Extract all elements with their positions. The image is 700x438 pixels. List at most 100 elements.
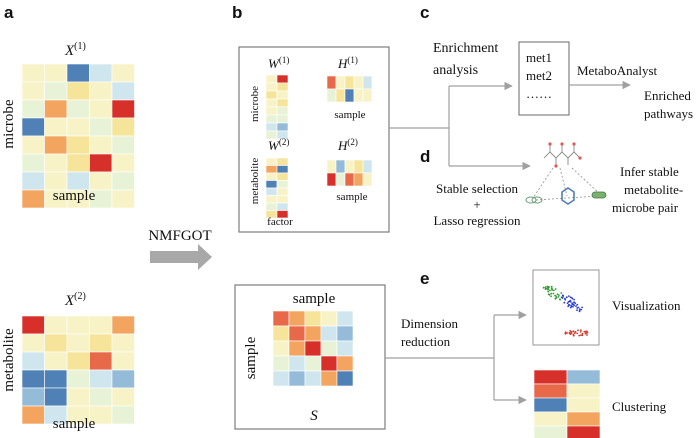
w2-cell xyxy=(276,165,289,174)
scatter-point xyxy=(544,286,547,288)
s-cell xyxy=(272,370,290,387)
svg-text:W(1): W(1) xyxy=(268,55,289,71)
w1-cell xyxy=(276,106,289,116)
x1-col-label: sample xyxy=(53,188,96,204)
scatter-point xyxy=(577,329,579,332)
w2-cell xyxy=(276,195,289,204)
scatter-point xyxy=(569,299,572,302)
x2-cell xyxy=(21,405,45,425)
h1-cell xyxy=(335,75,346,90)
panel-label-e: e xyxy=(420,269,429,288)
scatter-point xyxy=(576,332,579,335)
scatter-point xyxy=(583,330,586,333)
x1-cell xyxy=(44,117,68,137)
s-cell xyxy=(272,310,290,327)
s-cell xyxy=(336,340,354,357)
x2-cell xyxy=(44,333,68,353)
x1-cell xyxy=(111,63,135,83)
x1-cell xyxy=(89,117,113,137)
scatter-point xyxy=(547,290,550,293)
x2-cell xyxy=(21,387,45,407)
x2-cell xyxy=(44,315,68,335)
scatter-point xyxy=(574,302,577,305)
x1-cell xyxy=(66,99,90,119)
scatter-point xyxy=(580,308,583,311)
metaboanalyst-label: MetaboAnalyst xyxy=(577,63,658,78)
scatter-point xyxy=(568,304,571,306)
cluster-cell xyxy=(566,397,601,413)
w1-cell xyxy=(276,114,289,124)
scatter-plot-points xyxy=(542,285,589,337)
clustering-label: Clustering xyxy=(612,399,667,414)
scatter-point xyxy=(578,308,581,311)
scatter-point xyxy=(569,330,572,332)
cluster-cell xyxy=(533,411,568,427)
scatter-point xyxy=(550,295,552,298)
h2-cell xyxy=(353,159,364,174)
s-similarity-heatmap xyxy=(272,310,354,387)
scatter-point xyxy=(552,292,555,295)
s-cell xyxy=(336,355,354,372)
infer-pair-label-1: Infer stable xyxy=(620,164,679,179)
scatter-point xyxy=(556,293,559,296)
scatter-point xyxy=(567,300,570,303)
metabolite-list-item-3: …… xyxy=(526,86,552,101)
x1-cell xyxy=(66,117,90,137)
s-cell xyxy=(288,325,306,342)
scatter-point xyxy=(569,306,572,309)
scatter-point xyxy=(585,332,587,335)
scatter-point xyxy=(568,332,571,334)
x1-cell xyxy=(89,135,113,155)
h2-title: H(2) xyxy=(337,137,358,153)
x1-cell xyxy=(21,81,45,101)
scatter-point xyxy=(576,303,579,306)
w1-cell xyxy=(265,98,278,108)
scatter-point xyxy=(550,287,553,290)
x1-cell xyxy=(111,135,135,155)
scatter-point xyxy=(550,292,553,295)
x2-cell xyxy=(111,405,135,425)
scatter-point xyxy=(569,333,572,336)
metabolite-list-item-1: met1 xyxy=(526,50,552,65)
method-arrow xyxy=(150,244,212,270)
metabolite-list-item-2: met2 xyxy=(526,68,552,83)
panel-b-frame xyxy=(238,46,390,233)
scatter-point xyxy=(578,334,581,337)
h1-cell xyxy=(353,75,364,90)
x2-cell xyxy=(44,369,68,389)
w2-cell xyxy=(265,202,278,211)
x2-cell xyxy=(44,351,68,371)
x1-cell xyxy=(111,81,135,101)
w2-cell xyxy=(276,210,289,219)
scatter-point xyxy=(571,297,574,300)
h1-cell xyxy=(326,75,337,90)
cluster-cell xyxy=(566,425,601,438)
x1-cell xyxy=(21,117,45,137)
x2-cell xyxy=(66,315,90,335)
s-cell xyxy=(320,325,338,342)
s-cell xyxy=(304,325,322,342)
panel-label-b: b xyxy=(232,3,242,22)
scatter-point xyxy=(570,304,573,307)
s-cell xyxy=(288,355,306,372)
cluster-cell xyxy=(533,369,568,385)
h2-cell xyxy=(326,159,337,174)
h1-col-label: sample xyxy=(334,109,365,121)
w2-cell xyxy=(265,172,278,181)
x2-row-label: metabolite xyxy=(1,328,17,392)
infer-pair-label-3: microbe pair xyxy=(612,200,679,215)
metabolite-molecule-icon xyxy=(543,142,582,168)
scatter-point xyxy=(576,307,579,309)
w1-cell xyxy=(276,98,289,108)
infer-pair-label-2: metabolite- xyxy=(624,182,683,197)
x1-cell xyxy=(89,99,113,119)
w2-cell xyxy=(265,187,278,196)
s-cell xyxy=(288,370,306,387)
x1-cell xyxy=(111,99,135,119)
x2-cell xyxy=(21,333,45,353)
s-cell xyxy=(320,355,338,372)
x1-heatmap xyxy=(21,63,135,209)
s-matrix-symbol: S xyxy=(310,408,318,424)
s-cell xyxy=(304,340,322,357)
scatter-point xyxy=(542,286,545,289)
